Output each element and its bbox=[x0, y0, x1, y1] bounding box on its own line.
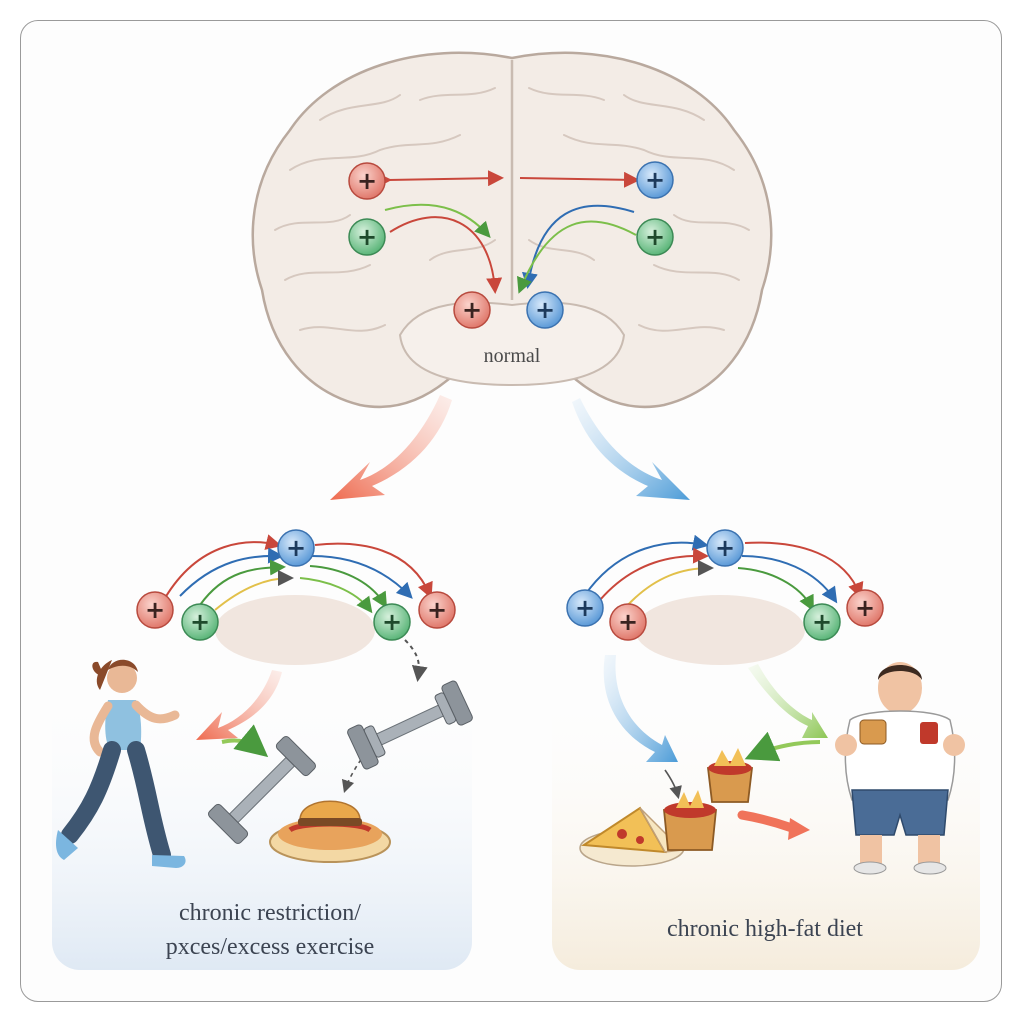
left-green-small-arrow bbox=[221, 724, 269, 758]
right-green-arrow bbox=[748, 664, 828, 738]
right-green-small-arrow bbox=[744, 731, 821, 762]
dumbbell-icon bbox=[347, 680, 473, 770]
left-caption-line2: pxces/excess exercise bbox=[165, 934, 375, 960]
left-cluster bbox=[164, 534, 433, 682]
right-node-blue-top: + bbox=[706, 529, 744, 567]
svg-text:+: + bbox=[812, 608, 832, 636]
svg-text:+: + bbox=[382, 608, 402, 636]
right-node-red-outer-right: + bbox=[846, 589, 884, 627]
left-node-green-inner-left: + bbox=[181, 603, 219, 641]
dumbbell-icon bbox=[208, 736, 316, 844]
center-label: normal bbox=[484, 345, 541, 367]
fast-food-basket-icon bbox=[706, 748, 754, 803]
arrow-to-right-branch bbox=[572, 398, 690, 500]
runner-icon bbox=[56, 659, 186, 868]
left-caption-line1: chronic restriction/ bbox=[179, 900, 361, 926]
brain-node-green-left: + bbox=[348, 218, 386, 256]
svg-text:+: + bbox=[645, 166, 665, 194]
svg-text:+: + bbox=[715, 534, 735, 562]
right-node-green-inner-right: + bbox=[803, 603, 841, 641]
right-node-blue-outer-left: + bbox=[566, 589, 604, 627]
svg-text:+: + bbox=[645, 223, 665, 251]
svg-text:+: + bbox=[286, 534, 306, 562]
right-cluster bbox=[584, 534, 864, 665]
brain-node-blue-right: + bbox=[636, 161, 674, 199]
fast-food-basket-icon bbox=[663, 790, 717, 851]
left-dashed-arrow bbox=[341, 739, 376, 794]
left-node-green-inner-right: + bbox=[373, 603, 411, 641]
brain-node-blue-center: + bbox=[526, 291, 564, 329]
svg-text:+: + bbox=[535, 296, 555, 324]
svg-text:+: + bbox=[145, 596, 165, 624]
left-node-red-outer-left: + bbox=[136, 591, 174, 629]
brain-node-red-center: + bbox=[453, 291, 491, 329]
right-node-red-inner-left: + bbox=[609, 603, 647, 641]
arrow-to-left-branch bbox=[330, 395, 452, 500]
overweight-person-icon bbox=[835, 662, 965, 875]
left-node-blue-top: + bbox=[277, 529, 315, 567]
brain-connections bbox=[375, 170, 640, 294]
svg-text:+: + bbox=[575, 594, 595, 622]
left-red-arrow bbox=[196, 670, 282, 740]
svg-text:+: + bbox=[618, 608, 638, 636]
svg-text:+: + bbox=[190, 608, 210, 636]
svg-text:+: + bbox=[427, 596, 447, 624]
right-blue-arrow bbox=[603, 655, 678, 762]
svg-text:+: + bbox=[357, 167, 377, 195]
right-dark-small-arrow bbox=[664, 769, 682, 800]
burger-plate-icon bbox=[269, 800, 391, 863]
right-panel-caption: chronic high-fat diet bbox=[667, 916, 863, 942]
brain-node-red-left: + bbox=[348, 162, 386, 200]
brain-node-green-right: + bbox=[636, 218, 674, 256]
left-node-red-outer-right: + bbox=[418, 591, 456, 629]
left-panel-caption: chronic restriction/ pxces/excess exerci… bbox=[110, 896, 430, 964]
svg-text:+: + bbox=[855, 594, 875, 622]
svg-text:+: + bbox=[462, 296, 482, 324]
brain-icon bbox=[251, 51, 773, 409]
svg-text:+: + bbox=[357, 223, 377, 251]
right-red-small-arrow bbox=[737, 810, 810, 840]
